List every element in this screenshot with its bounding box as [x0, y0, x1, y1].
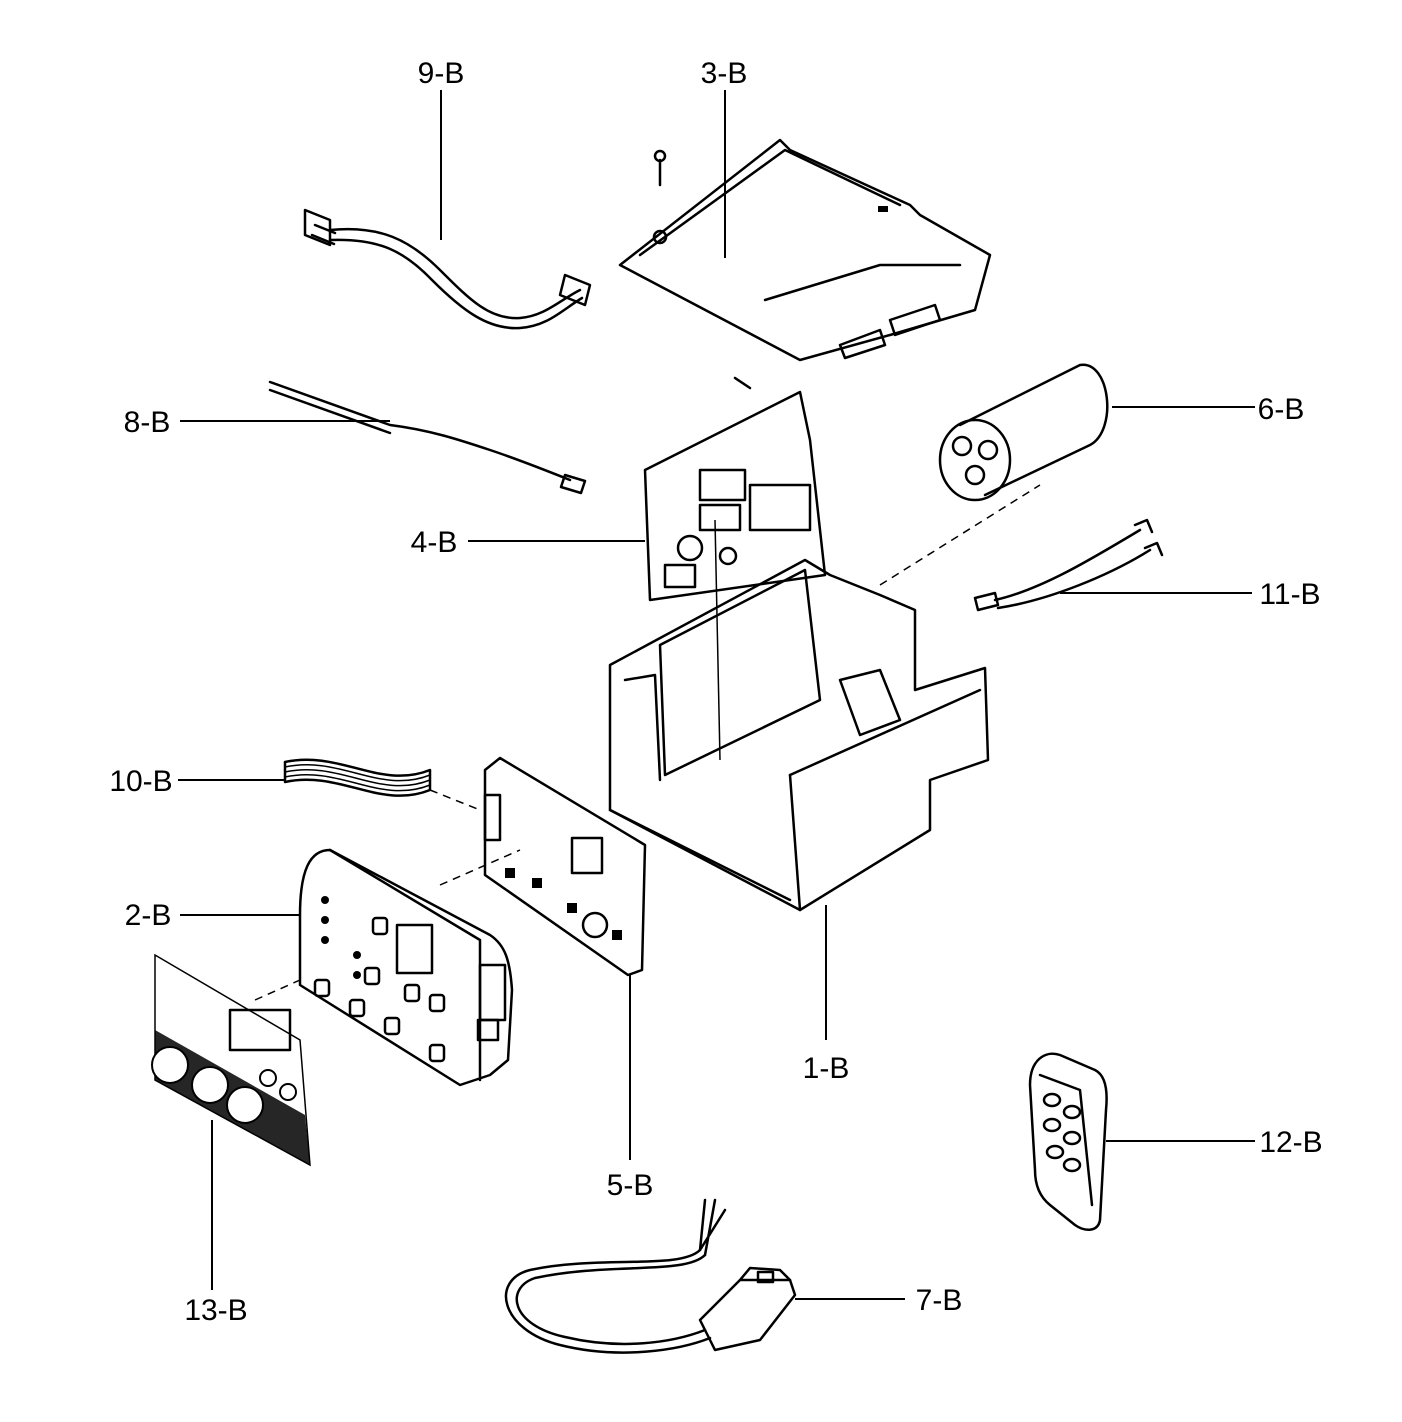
label-4b: 4-B — [411, 526, 458, 559]
part-13b-overlay-label — [151, 953, 311, 1290]
label-1b: 1-B — [803, 1052, 850, 1085]
label-7b: 7-B — [916, 1284, 963, 1317]
part-2b-front-bezel — [180, 848, 521, 1087]
part-12b-remote-control — [1028, 1052, 1255, 1231]
label-3b: 3-B — [701, 57, 748, 90]
part-10b-ribbon-cable — [178, 758, 481, 811]
part-3b-cover-plate — [618, 90, 992, 362]
label-8b: 8-B — [124, 406, 171, 439]
part-5b-display-pcb — [483, 756, 647, 1160]
label-2b: 2-B — [125, 899, 172, 932]
part-4b-main-pcb — [468, 376, 827, 602]
label-13b: 13-B — [184, 1294, 247, 1327]
part-8b-sensor-wire — [180, 380, 587, 495]
label-5b: 5-B — [607, 1169, 654, 1202]
part-11b-capacitor-wire — [973, 518, 1252, 612]
label-6b: 6-B — [1258, 393, 1305, 426]
label-11b: 11-B — [1259, 578, 1320, 611]
part-9b-wire-harness — [303, 90, 592, 330]
part-1b-control-box — [608, 484, 1041, 1040]
part-7b-power-cord — [504, 1198, 905, 1354]
label-9b: 9-B — [418, 57, 465, 90]
part-6b-capacitor — [938, 363, 1255, 502]
label-10b: 10-B — [109, 765, 172, 798]
label-12b: 12-B — [1259, 1126, 1322, 1159]
